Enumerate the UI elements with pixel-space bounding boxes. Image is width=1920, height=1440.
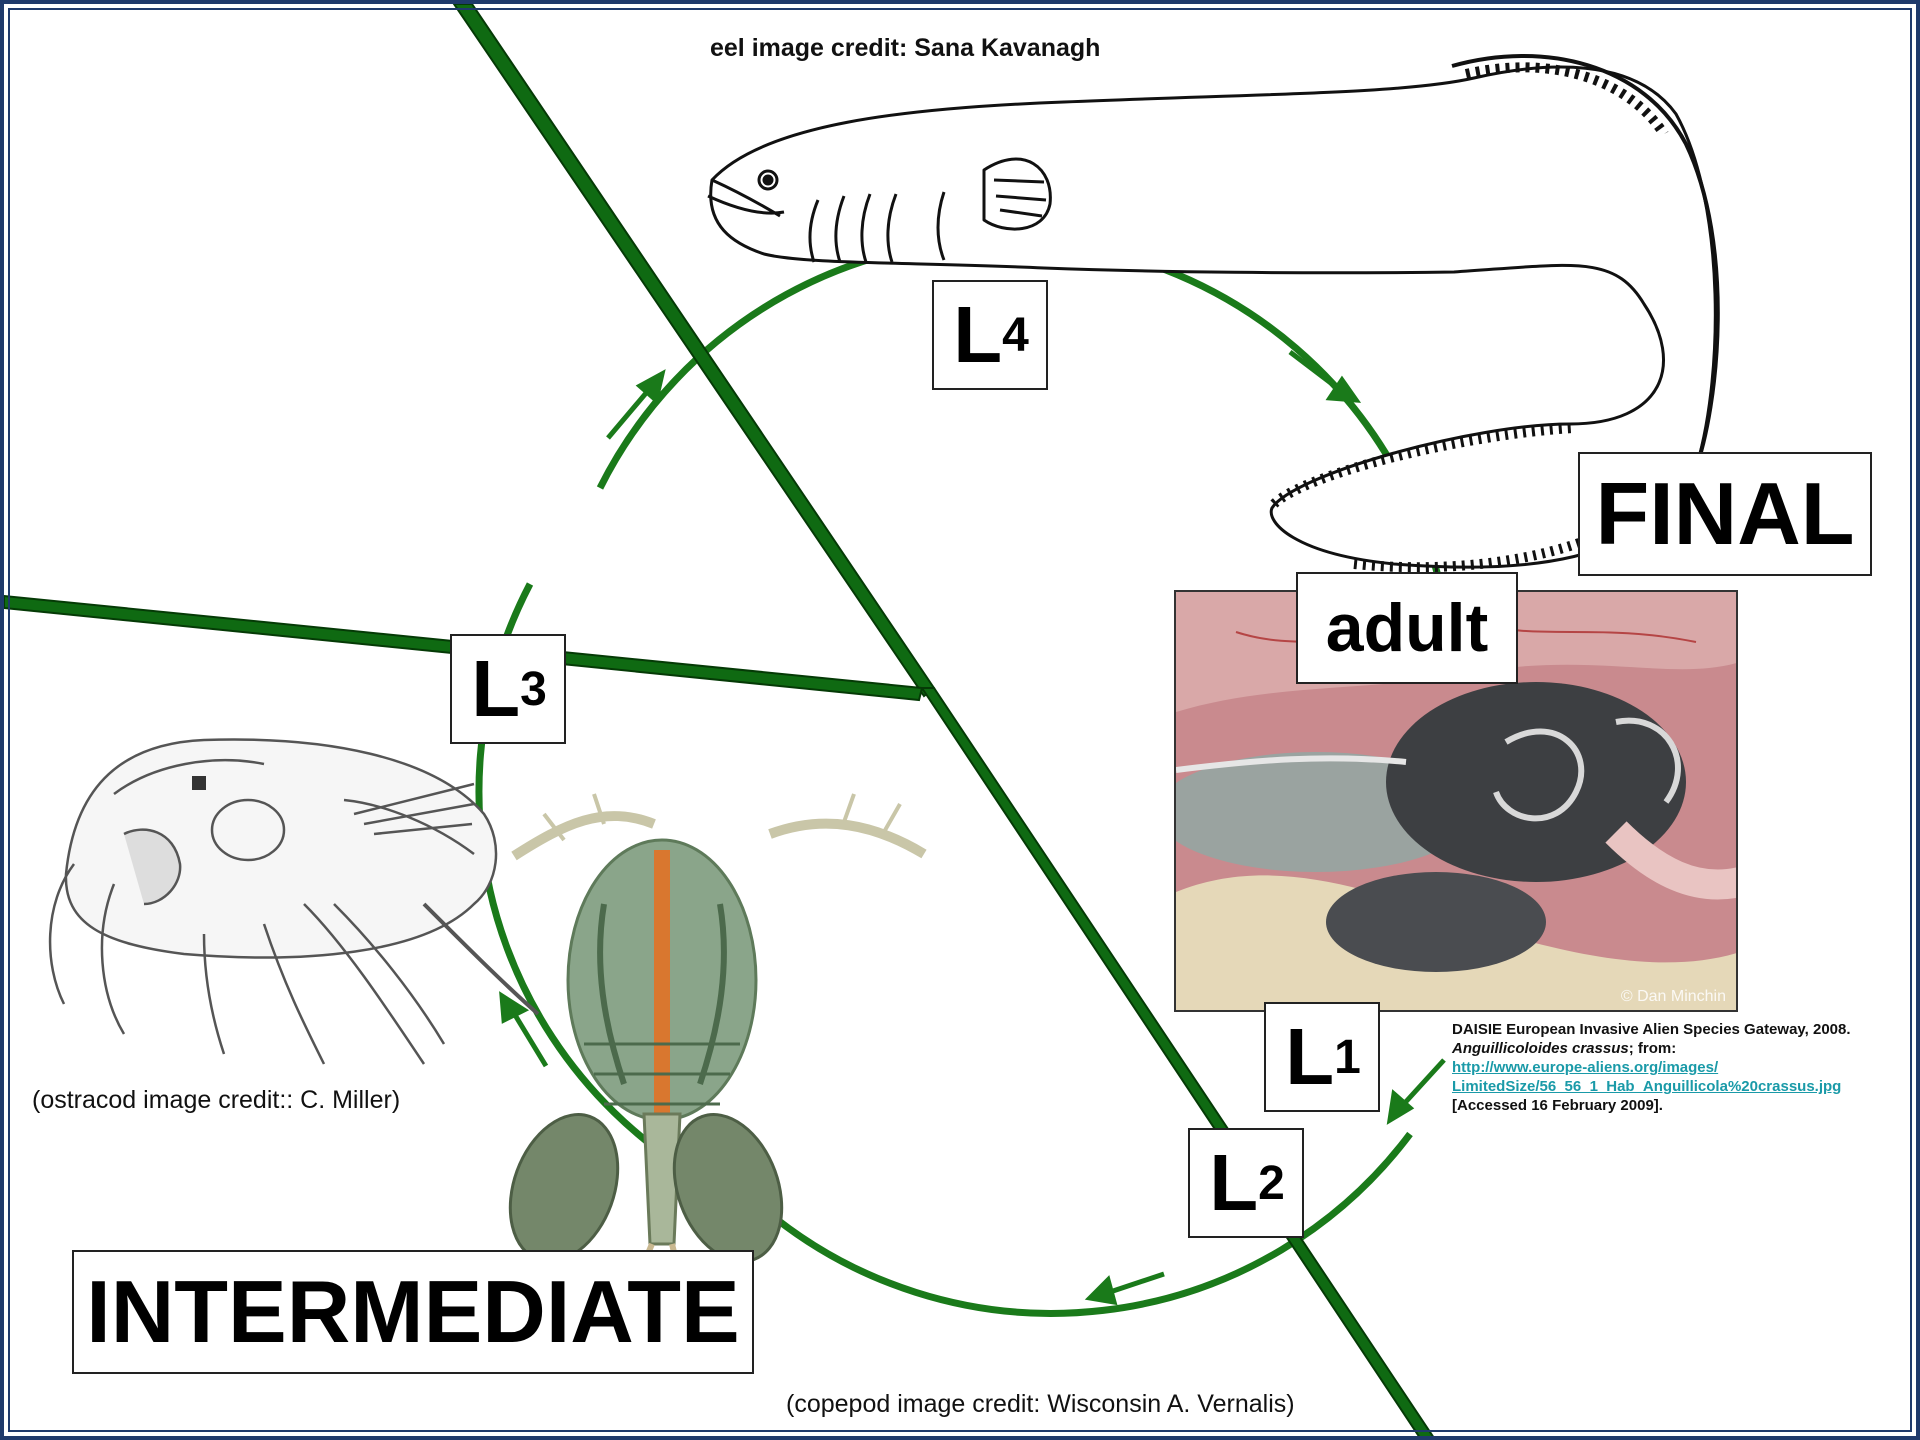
arrow-icon bbox=[1290, 352, 1356, 400]
reference-source: DAISIE European Invasive Alien Species G… bbox=[1452, 1020, 1851, 1039]
reference-species: Anguillicoloides crassus bbox=[1452, 1040, 1629, 1057]
eel-drawing bbox=[708, 56, 1718, 567]
arrow-icon bbox=[1390, 1060, 1444, 1120]
reference-species-line: Anguillicoloides crassus; from: bbox=[1452, 1039, 1851, 1058]
stage-letter: L bbox=[1209, 1137, 1256, 1229]
intermediate-host-label: INTERMEDIATE bbox=[72, 1250, 754, 1374]
stage-letter: L bbox=[953, 289, 1000, 381]
stage-subscript: 2 bbox=[1258, 1156, 1283, 1211]
arrow-icon bbox=[1090, 1274, 1164, 1302]
ostracod-drawing bbox=[50, 740, 538, 1064]
adult-stage-label: adult bbox=[1296, 572, 1518, 684]
photo-watermark: © Dan Minchin bbox=[1621, 988, 1726, 1006]
stage-subscript: 3 bbox=[520, 662, 545, 717]
stage-letter: L bbox=[1285, 1011, 1332, 1103]
stage-letter: L bbox=[471, 643, 518, 735]
arrow-icon bbox=[502, 996, 546, 1066]
ostracod-image-credit: (ostracod image credit:: C. Miller) bbox=[32, 1086, 400, 1115]
reference-accessed: [Accessed 16 February 2009]. bbox=[1452, 1096, 1851, 1115]
eel-image-credit: eel image credit: Sana Kavanagh bbox=[710, 34, 1100, 63]
reference-link-part2[interactable]: LimitedSize/56_56_1_Hab_Anguillicola%20c… bbox=[1452, 1077, 1851, 1096]
reference-link-part1[interactable]: http://www.europe-aliens.org/images/ bbox=[1452, 1058, 1851, 1077]
copepod-image-credit: (copepod image credit: Wisconsin A. Vern… bbox=[786, 1390, 1295, 1419]
stage-subscript: 4 bbox=[1002, 308, 1027, 363]
photo-reference: DAISIE European Invasive Alien Species G… bbox=[1452, 1020, 1851, 1115]
final-host-label: FINAL bbox=[1578, 452, 1872, 576]
reference-from: ; from: bbox=[1629, 1040, 1677, 1057]
stage-subscript: 1 bbox=[1334, 1030, 1359, 1085]
